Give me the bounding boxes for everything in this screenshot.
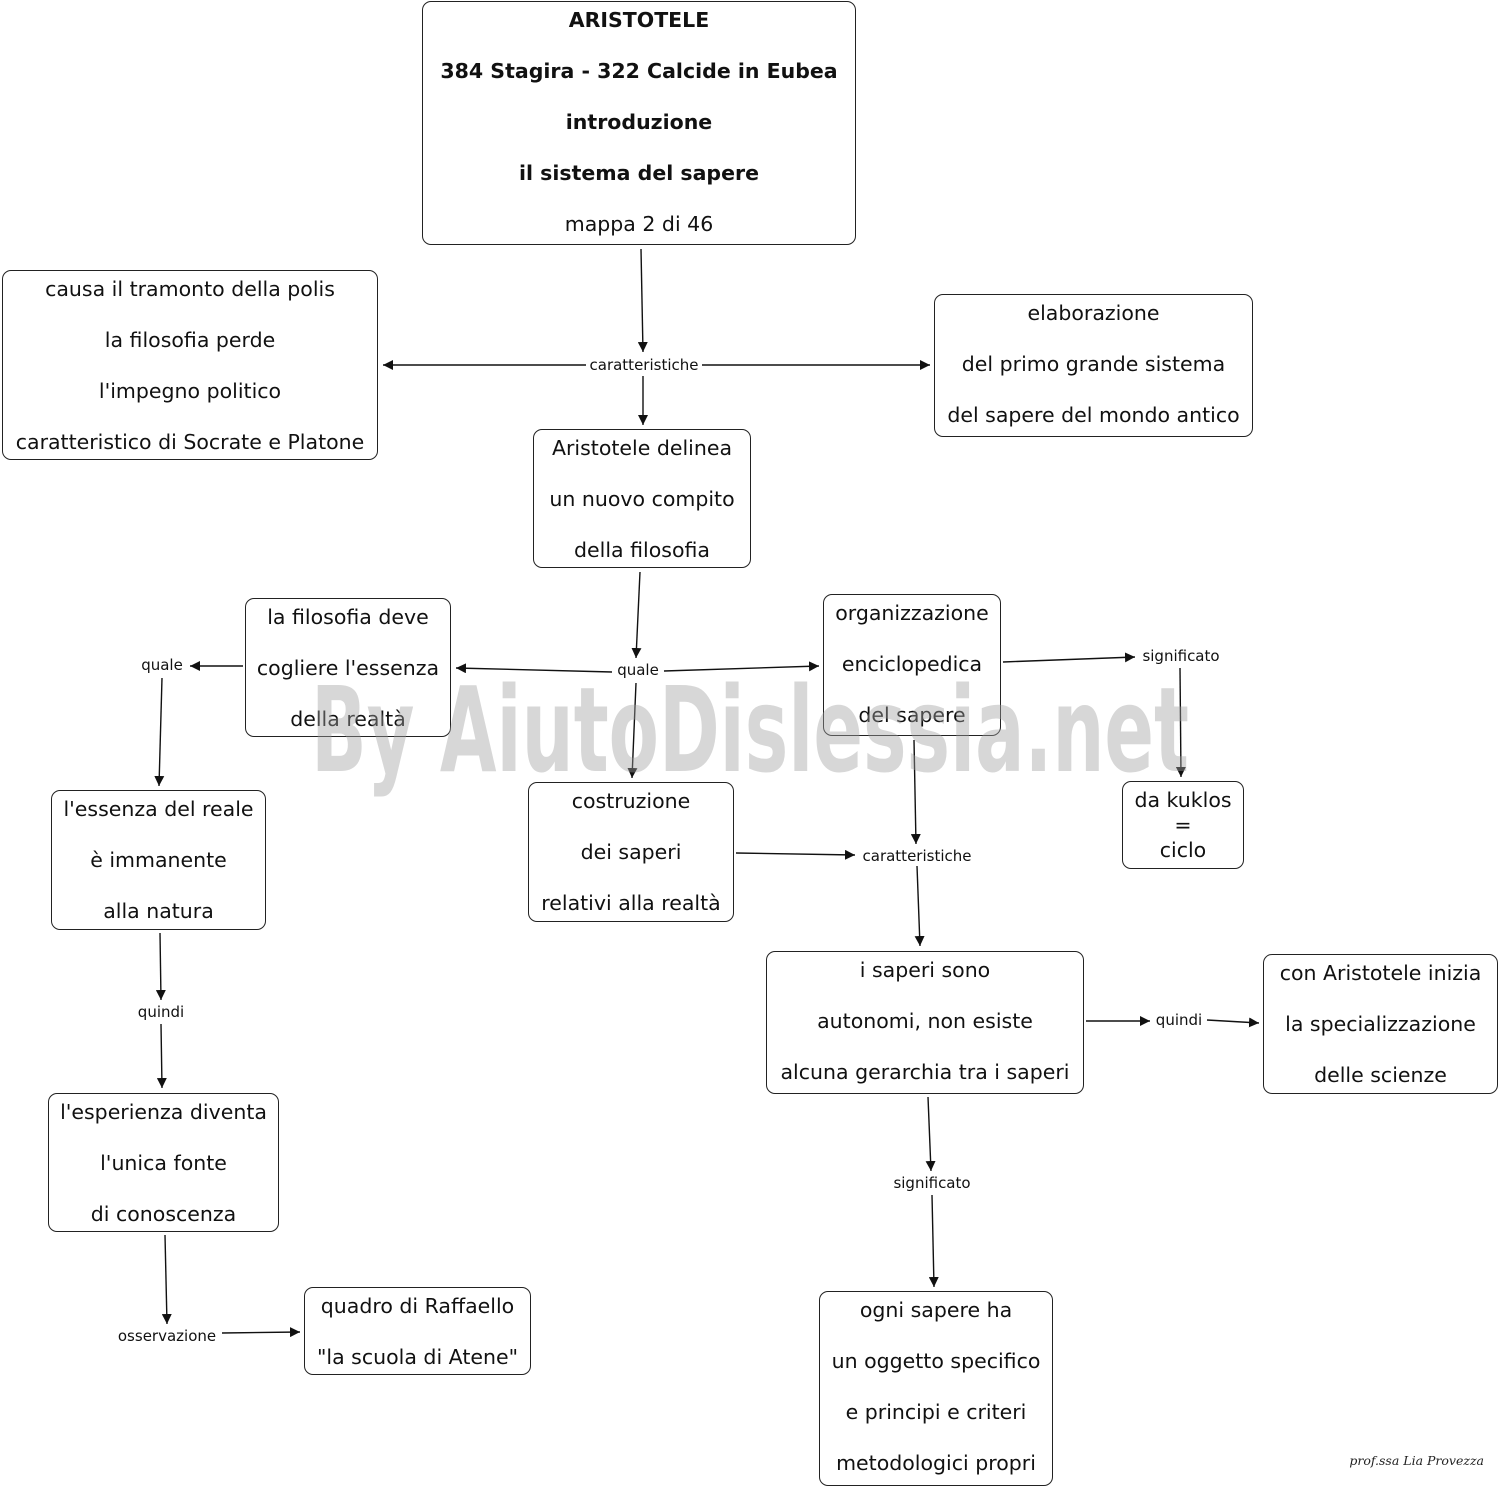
costruzione-line-3: relativi alla realtà bbox=[541, 891, 721, 915]
compito-node: Aristotele delinea un nuovo compito dell… bbox=[533, 429, 751, 568]
esperienza-node: l'esperienza diventa l'unica fonte di co… bbox=[48, 1093, 279, 1232]
essenza-line-1: la filosofia deve bbox=[267, 605, 429, 629]
organizzazione-line-1: organizzazione bbox=[835, 601, 989, 625]
organizzazione-line-2: enciclopedica bbox=[841, 652, 983, 676]
raffaello-node: quadro di Raffaello "la scuola di Atene" bbox=[304, 1287, 531, 1375]
edge-quale-left-to-reale bbox=[154, 677, 165, 787]
polis-line-3: l'impegno politico bbox=[98, 379, 282, 403]
raffaello-line-1: quadro di Raffaello bbox=[320, 1294, 515, 1318]
autonomi-line-2: autonomi, non esiste bbox=[817, 1009, 1033, 1033]
reale-line-3: alla natura bbox=[103, 899, 214, 923]
oggetto-line-3: e principi e criteri bbox=[845, 1400, 1027, 1424]
organizzazione-line-3: del sapere bbox=[858, 703, 966, 727]
link-label-caratteristiche-top: caratteristiche bbox=[586, 355, 702, 375]
specializzazione-line-3: delle scienze bbox=[1314, 1063, 1447, 1087]
edge-organizzazione-to-significato bbox=[1002, 652, 1136, 663]
sistema-line-1: elaborazione bbox=[1027, 301, 1160, 325]
author-signature: prof.ssa Lia Provezza bbox=[1349, 1453, 1484, 1468]
link-label-significato-bottom: significato bbox=[890, 1173, 974, 1193]
organizzazione-node: organizzazione enciclopedica del sapere bbox=[823, 594, 1001, 736]
edge-quale-to-organizzazione bbox=[663, 661, 820, 672]
edge-costruzione-to-caratteristiche bbox=[735, 849, 856, 860]
sistema-line-2: del primo grande sistema bbox=[961, 352, 1226, 376]
link-label-caratteristiche-bottom: caratteristiche bbox=[859, 846, 975, 866]
autonomi-line-1: i saperi sono bbox=[859, 958, 991, 982]
autonomi-node: i saperi sono autonomi, non esiste alcun… bbox=[766, 951, 1084, 1094]
costruzione-line-1: costruzione bbox=[571, 789, 691, 813]
sistema-line-3: del sapere del mondo antico bbox=[947, 403, 1240, 427]
kuklos-line-1: da kuklos bbox=[1134, 788, 1232, 812]
polis-line-2: la filosofia perde bbox=[104, 328, 276, 352]
essenza-node: la filosofia deve cogliere l'essenza del… bbox=[245, 598, 451, 737]
specializzazione-node: con Aristotele inizia la specializzazion… bbox=[1263, 954, 1498, 1094]
reale-line-1: l'essenza del reale bbox=[63, 797, 254, 821]
essenza-line-2: cogliere l'essenza bbox=[256, 656, 440, 680]
title-node: ARISTOTELE 384 Stagira - 322 Calcide in … bbox=[422, 1, 856, 245]
kuklos-node: da kuklos = ciclo bbox=[1122, 781, 1244, 869]
title-line-2: 384 Stagira - 322 Calcide in Eubea bbox=[440, 59, 838, 83]
polis-line-4: caratteristico di Socrate e Platone bbox=[15, 430, 365, 454]
edge-quale-to-costruzione bbox=[627, 682, 638, 779]
compito-line-2: un nuovo compito bbox=[549, 487, 735, 511]
title-line-5: mappa 2 di 46 bbox=[564, 212, 714, 236]
edge-title-to-caratteristiche bbox=[637, 248, 648, 353]
esperienza-line-3: di conoscenza bbox=[90, 1202, 237, 1226]
link-label-quindi-right: quindi bbox=[1152, 1010, 1206, 1030]
link-label-quale-center: quale bbox=[614, 660, 662, 680]
link-label-significato-right: significato bbox=[1139, 646, 1223, 666]
specializzazione-line-1: con Aristotele inizia bbox=[1279, 961, 1482, 985]
edge-significato-to-oggetto bbox=[928, 1194, 939, 1288]
title-line-4: il sistema del sapere bbox=[518, 161, 760, 185]
edge-reale-to-quindi bbox=[155, 932, 166, 1001]
oggetto-line-4: metodologici propri bbox=[836, 1451, 1036, 1475]
reale-node: l'essenza del reale è immanente alla nat… bbox=[51, 790, 266, 930]
sistema-node: elaborazione del primo grande sistema de… bbox=[934, 294, 1253, 437]
edge-quindi-to-esperienza bbox=[156, 1023, 167, 1089]
oggetto-line-1: ogni sapere ha bbox=[859, 1298, 1013, 1322]
edge-esperienza-to-osservazione bbox=[161, 1234, 172, 1325]
autonomi-line-3: alcuna gerarchia tra i saperi bbox=[780, 1060, 1070, 1084]
title-line-1: ARISTOTELE bbox=[568, 8, 710, 32]
edge-autonomi-to-significato bbox=[925, 1096, 936, 1172]
edge-significato-to-kuklos bbox=[1175, 667, 1186, 778]
specializzazione-line-2: la specializzazione bbox=[1285, 1012, 1476, 1036]
essenza-line-3: della realtà bbox=[290, 707, 406, 731]
edge-osservazione-to-raffaello bbox=[221, 1327, 301, 1338]
raffaello-line-2: "la scuola di Atene" bbox=[316, 1345, 519, 1369]
kuklos-line-2: = bbox=[1174, 813, 1192, 837]
link-label-quale-left: quale bbox=[138, 655, 186, 675]
reale-line-2: è immanente bbox=[90, 848, 227, 872]
esperienza-line-1: l'esperienza diventa bbox=[60, 1100, 267, 1124]
edge-caratteristiche-to-autonomi bbox=[914, 865, 925, 947]
compito-line-3: della filosofia bbox=[574, 538, 710, 562]
oggetto-line-2: un oggetto specifico bbox=[831, 1349, 1041, 1373]
polis-node: causa il tramonto della polis la filosof… bbox=[2, 270, 378, 460]
oggetto-node: ogni sapere ha un oggetto specifico e pr… bbox=[819, 1291, 1053, 1486]
edge-quindi-to-specializzazione bbox=[1206, 1017, 1260, 1028]
compito-line-1: Aristotele delinea bbox=[551, 436, 733, 460]
link-label-quindi-left: quindi bbox=[134, 1002, 188, 1022]
title-line-3: introduzione bbox=[565, 110, 713, 134]
esperienza-line-2: l'unica fonte bbox=[100, 1151, 227, 1175]
edge-compito-to-quale bbox=[631, 571, 642, 659]
polis-line-1: causa il tramonto della polis bbox=[45, 277, 335, 301]
link-label-osservazione: osservazione bbox=[114, 1326, 220, 1346]
kuklos-line-3: ciclo bbox=[1159, 838, 1207, 862]
edge-quale-to-essenza bbox=[455, 663, 613, 674]
costruzione-node: costruzione dei saperi relativi alla rea… bbox=[528, 782, 734, 922]
costruzione-line-2: dei saperi bbox=[580, 840, 682, 864]
edge-organizzazione-to-caratteristiche bbox=[910, 739, 921, 845]
